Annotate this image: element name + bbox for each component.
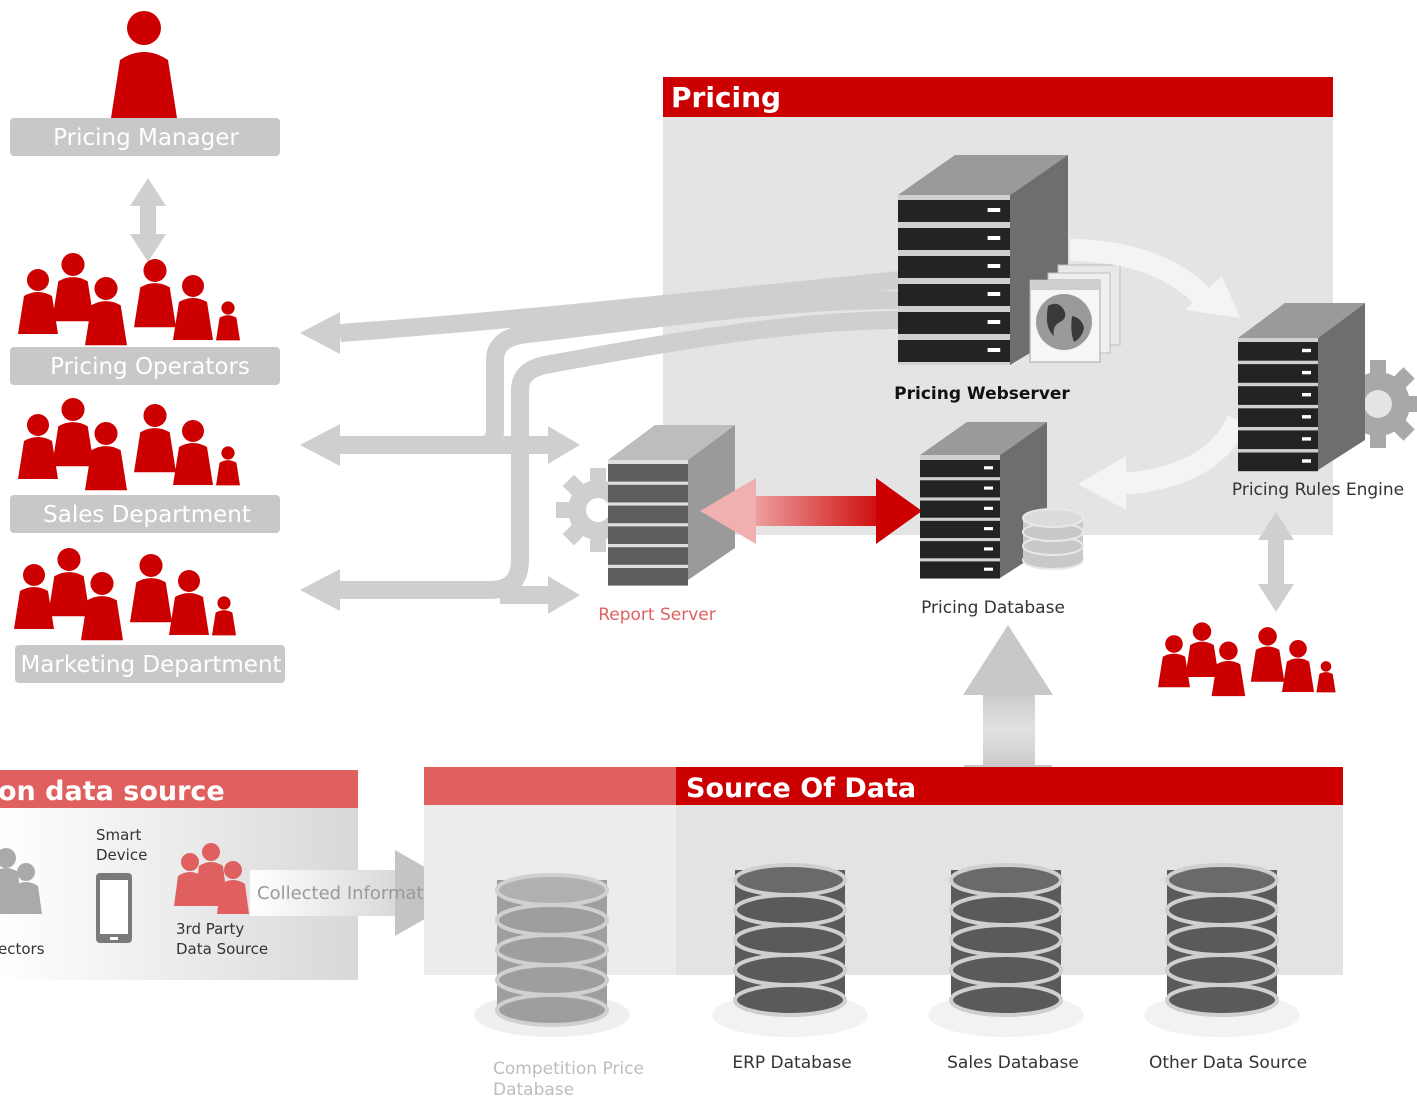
- pricing-database: Pricing Database: [920, 422, 1084, 618]
- erp-database: ERP Database: [712, 863, 868, 1073]
- globe-icon: [1029, 264, 1121, 363]
- pricing-webserver-label: Pricing Webserver: [894, 384, 1070, 404]
- third-party-label-2: Data Source: [176, 940, 268, 958]
- competition-price-database: Competition Price Database: [474, 873, 644, 1097]
- report-server-label: Report Server: [598, 605, 716, 625]
- webserver-top: [898, 155, 1068, 195]
- smart-device-label-1: Smart: [96, 826, 141, 844]
- source-panel-title: Source Of Data: [686, 773, 916, 804]
- other-db-label: Other Data Source: [1149, 1053, 1307, 1073]
- sales-database: Sales Database: [928, 863, 1084, 1073]
- other-db-icon: [1165, 863, 1279, 1017]
- source-panel-header-left: [424, 767, 676, 805]
- pricing-operators-label-bar: [10, 347, 280, 385]
- source-panel-header: [676, 767, 1343, 805]
- competition-panel-header: [0, 770, 358, 808]
- collectors-label: ectors: [0, 940, 45, 958]
- marketing-department: Marketing Department: [14, 548, 285, 683]
- sales-department-label: Sales Department: [43, 502, 251, 528]
- pricing-operators: Pricing Operators: [10, 253, 280, 385]
- erp-db-label: ERP Database: [732, 1053, 851, 1073]
- marketing-people-icon: [14, 548, 236, 640]
- erp-db-icon: [733, 863, 847, 1017]
- operators-people-icon: [18, 253, 240, 345]
- competition-db-label-1: Competition Price: [493, 1059, 644, 1079]
- other-data-source: Other Data Source: [1144, 863, 1307, 1073]
- report-database-arrow: [700, 478, 922, 544]
- report-server: Report Server: [556, 425, 735, 625]
- competition-db-icon: [495, 873, 609, 1027]
- pricing-panel-title: Pricing: [671, 81, 781, 114]
- sales-db-label: Sales Database: [947, 1053, 1079, 1073]
- sales-department-label-bar: [10, 495, 280, 533]
- rules-people-arrow: [1258, 512, 1294, 612]
- third-party-people-icon: [174, 843, 249, 914]
- arrow-heads: [300, 312, 580, 614]
- manager-operators-arrow: [130, 178, 166, 262]
- pricing-operators-label: Pricing Operators: [50, 354, 250, 380]
- collected-information-label: Collected Information: [257, 883, 451, 904]
- sales-db-icon: [949, 863, 1063, 1017]
- sales-people-icon: [18, 398, 240, 490]
- sales-department: Sales Department: [10, 398, 280, 533]
- database-icon: [1022, 508, 1084, 570]
- marketing-department-label: Marketing Department: [20, 652, 281, 678]
- pricing-manager-label-bar: [10, 118, 280, 156]
- pricing-rules-engine-label: Pricing Rules Engine: [1232, 480, 1404, 500]
- smart-device-icon: [96, 873, 132, 943]
- rules-people-icon: [1158, 622, 1336, 696]
- collectors-people-icon: [0, 848, 42, 914]
- pricing-panel-header: [663, 77, 1333, 117]
- pricing-database-label: Pricing Database: [921, 598, 1065, 618]
- competition-db-label-2: Database: [493, 1080, 574, 1097]
- third-party-label-1: 3rd Party: [176, 920, 244, 938]
- pricing-manager-label: Pricing Manager: [53, 125, 239, 151]
- competition-panel-title: on data source: [0, 776, 225, 807]
- rules-flow-arrows: [1069, 239, 1249, 495]
- manager-person-icon: [111, 11, 177, 118]
- pricing-rules-engine: Pricing Rules Engine: [1232, 303, 1417, 500]
- pricing-manager: Pricing Manager: [10, 11, 280, 156]
- smart-device-label-2: Device: [96, 846, 147, 864]
- pricing-webserver: Pricing Webserver: [894, 155, 1121, 404]
- marketing-department-label-bar: [15, 645, 285, 683]
